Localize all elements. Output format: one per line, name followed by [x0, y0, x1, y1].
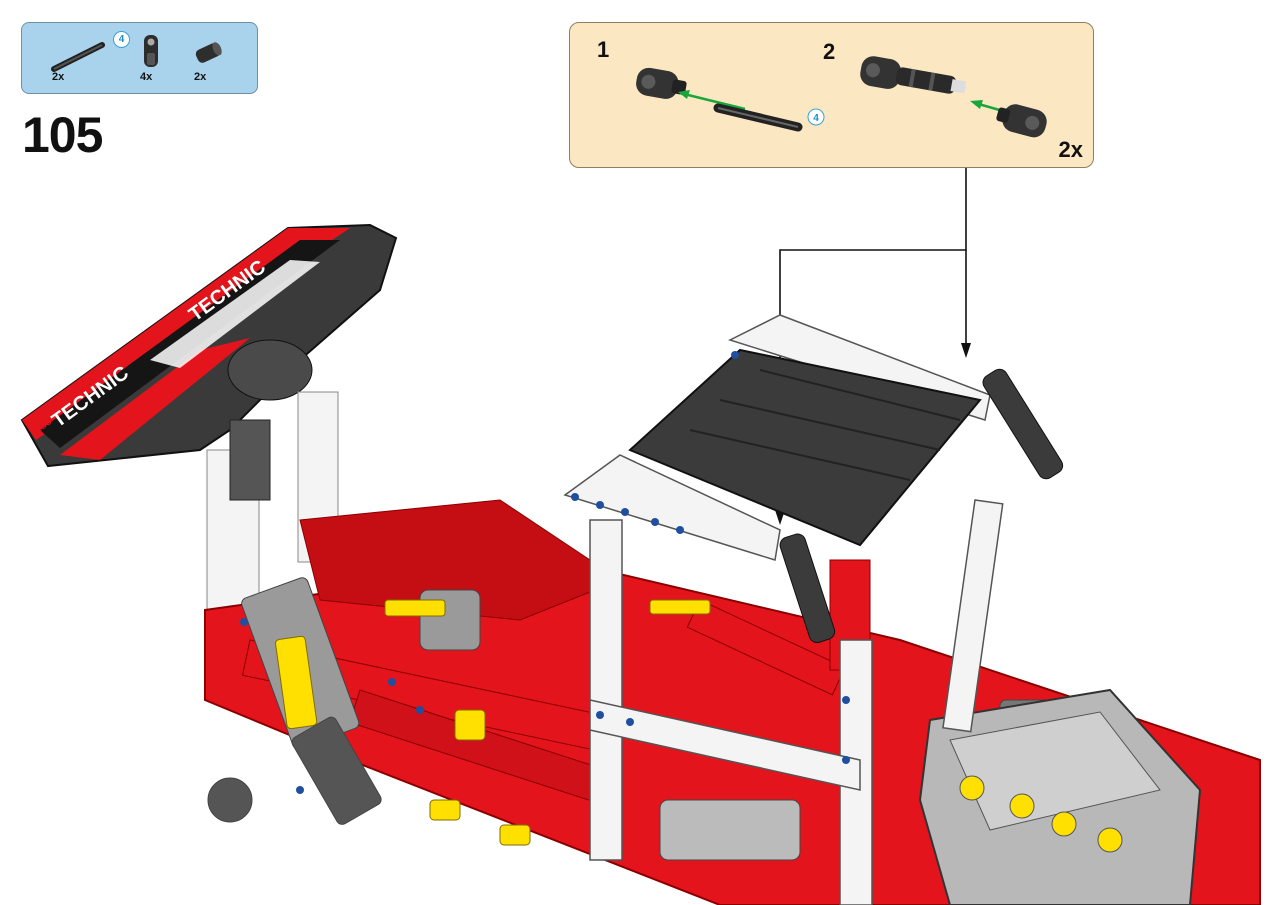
- pointer-arrowhead-right: [961, 343, 971, 358]
- pin-connector-part-icon: [140, 33, 162, 69]
- rear-wing: TECHNIC TECHNIC LEGO LEGO: [20, 223, 398, 468]
- sub-assembly-callout: 1 2 4: [569, 22, 1094, 168]
- axle-length-badge: 4: [113, 31, 130, 48]
- axle-connector-qty: 2x: [194, 71, 207, 83]
- sub-step-1-connector: [636, 67, 687, 99]
- parts-list-callout: 4 2x 4x 2x: [21, 22, 258, 94]
- axle-qty: 2x: [52, 71, 65, 83]
- blue-pins: [240, 351, 850, 794]
- sub-step-2-assembly: [860, 56, 967, 94]
- pin-connector-qty: 4x: [140, 71, 153, 83]
- axle-part-icon: [50, 35, 110, 75]
- sub-step-2-connector: [996, 104, 1047, 138]
- roll-cage: [563, 314, 1004, 905]
- sub-step-1-length-badge: 4: [813, 113, 819, 124]
- engine-block: [918, 688, 1202, 905]
- yellow-parts: [275, 599, 711, 846]
- sub-step-1-label: 1: [597, 37, 610, 62]
- sub-assembly-illustration: 4: [636, 56, 1047, 138]
- seat-panel: [628, 348, 982, 547]
- sub-step-1-axle: [713, 103, 803, 132]
- step-number: 105: [22, 107, 103, 163]
- sub-step-2-label: 2: [823, 39, 836, 64]
- axle-connector-part-icon: [190, 39, 226, 67]
- sub-assembly-multiplier: 2x: [1058, 137, 1083, 162]
- sub-step-1-arrow: [679, 91, 746, 111]
- placed-connectors: [779, 368, 1064, 644]
